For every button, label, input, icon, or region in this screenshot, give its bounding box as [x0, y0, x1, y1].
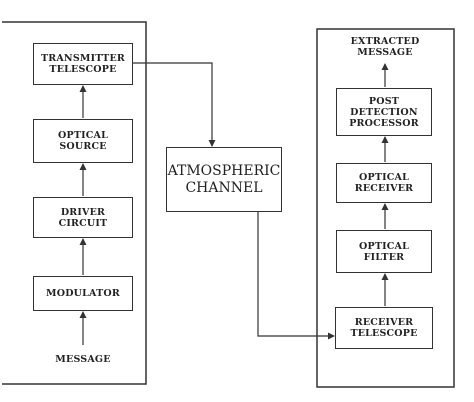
receiver-section-frame — [316, 28, 455, 388]
extracted-message-label: EXTRACTED MESSAGE — [350, 36, 420, 58]
atmospheric-channel-block: ATMOSPHERIC CHANNEL — [166, 147, 282, 212]
optical-receiver-block: OPTICAL RECEIVER — [336, 163, 432, 203]
optical-filter-block: OPTICAL FILTER — [336, 230, 432, 273]
modulator-block: MODULATOR — [33, 276, 133, 311]
optical-source-block: OPTICAL SOURCE — [33, 119, 133, 163]
message-input-label: MESSAGE — [55, 354, 111, 365]
transmitter-telescope-block: TRANSMITTER TELESCOPE — [33, 43, 133, 85]
receiver-telescope-block: RECEIVER TELESCOPE — [335, 307, 433, 349]
post-detection-processor-block: POST DETECTION PROCESSOR — [336, 88, 432, 136]
arrow-channel-to-receiver-telescope — [257, 212, 335, 340]
transmitter-section-frame — [2, 21, 147, 385]
arrow-transmitter-to-channel — [132, 62, 216, 147]
driver-circuit-block: DRIVER CIRCUIT — [33, 197, 133, 238]
